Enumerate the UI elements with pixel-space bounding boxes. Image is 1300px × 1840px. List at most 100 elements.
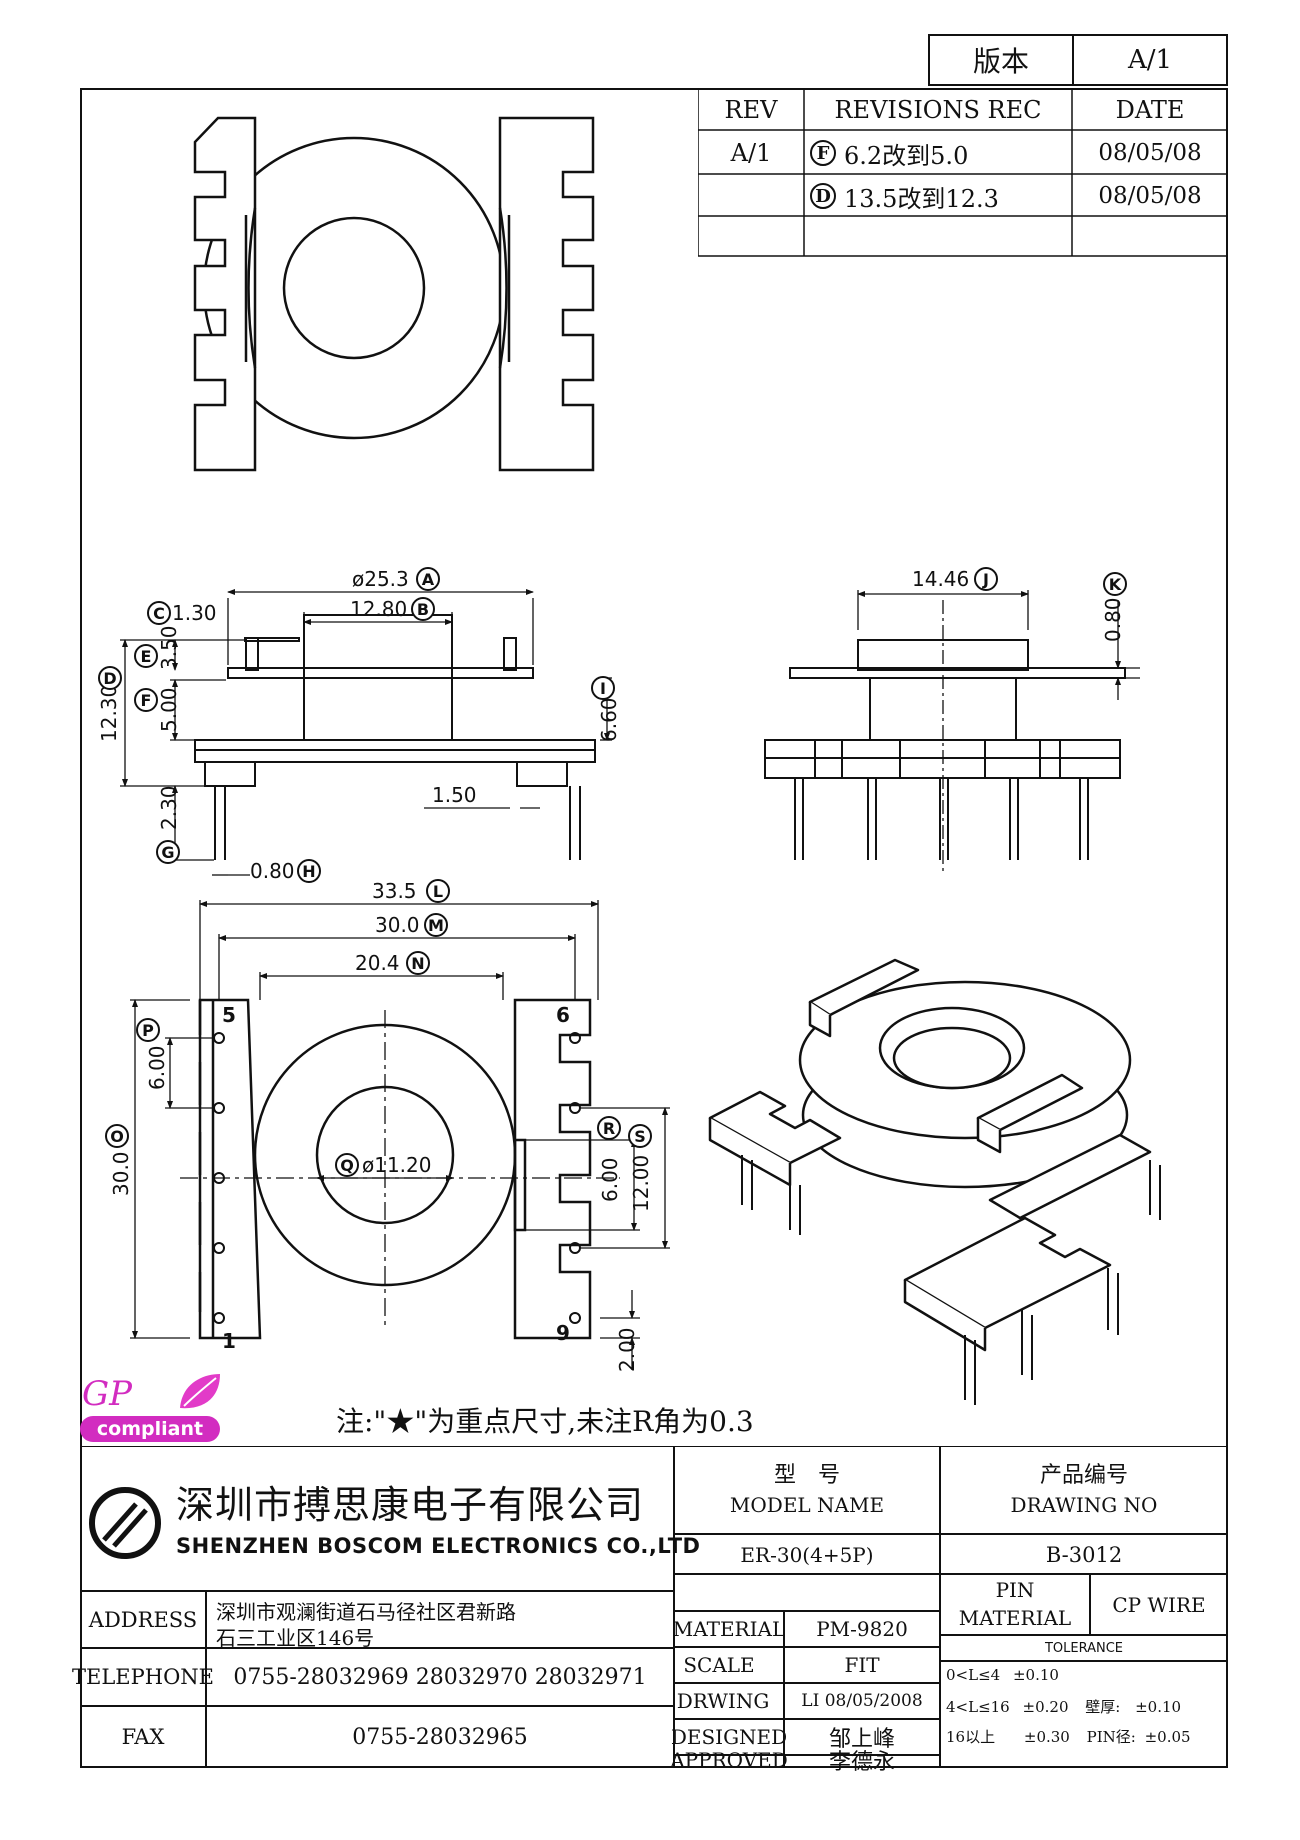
marker-Q: Q	[335, 1153, 359, 1177]
marker-F: F	[134, 688, 158, 712]
gp-compliant-logo: GP compliant	[80, 1368, 222, 1444]
marker-H-letter: H	[302, 862, 315, 881]
front-view-dimensions	[120, 589, 612, 876]
top-view	[193, 116, 595, 472]
dim-J: 14.46	[912, 567, 969, 591]
dim-bottom: 2.00	[615, 1327, 639, 1372]
dim-D: 12.30	[97, 685, 121, 742]
marker-M: M	[424, 913, 448, 937]
dim-Q: ø11.20	[362, 1153, 432, 1177]
marker-F-letter: F	[141, 691, 152, 710]
title-block: 深圳市搏思康电子有限公司 SHENZHEN BOSCOM ELECTRONICS…	[72, 1446, 1228, 1775]
side-view-dimensions	[857, 590, 1140, 875]
drawing-note: 注:"★"为重点尺寸,未注R角为0.3	[336, 1405, 754, 1438]
revision-table: REV REVISIONS REC DATE A/1 F 6.2改到5.0 08…	[698, 88, 1228, 258]
date-header: DATE	[1115, 96, 1185, 124]
tol-1-value: ±0.10	[1012, 1666, 1059, 1684]
gp-logo-text: GP	[82, 1374, 133, 1414]
marker-C-letter: C	[153, 604, 165, 623]
address-label: ADDRESS	[88, 1607, 198, 1632]
marker-R-letter: R	[603, 1119, 615, 1138]
marker-J-letter: J	[982, 570, 989, 589]
bottom-view-pins	[213, 1032, 581, 1324]
dim-E: 3.50	[157, 625, 181, 670]
marker-B: B	[411, 597, 435, 621]
revision-grid	[698, 88, 1228, 257]
isometric-pins	[741, 1155, 1161, 1405]
tol-2-range: 4<L≤16	[946, 1698, 1010, 1716]
marker-D-letter: D	[103, 669, 116, 688]
rec-header: REVISIONS REC	[834, 96, 1042, 124]
approved-value: 李德永	[828, 1750, 895, 1775]
scale-label: SCALE	[683, 1653, 755, 1677]
pin-5: 5	[222, 1003, 236, 1027]
tolerance-row-3: 16以上 ±0.30 PIN径: ±0.05	[946, 1726, 1191, 1747]
company-logo-icon	[89, 1487, 161, 1559]
approved-label: APPROVED	[670, 1748, 788, 1772]
drawing-no-value: B-3012	[1045, 1543, 1123, 1567]
tol-2-value: ±0.20	[1022, 1698, 1069, 1716]
marker-G-letter: G	[161, 843, 174, 862]
tolerance-row-1: 0<L≤4 ±0.10	[946, 1666, 1059, 1684]
dim-S: 12.00	[629, 1155, 653, 1212]
dim-O: 30.0	[109, 1151, 133, 1196]
marker-A-letter: A	[422, 570, 435, 589]
drawing-no-label-en: DRAWING NO	[1010, 1493, 1158, 1517]
title-block-grid	[80, 1446, 1228, 1768]
marker-I-letter: I	[600, 679, 606, 698]
version-box: 版本 A/1	[928, 34, 1228, 86]
circled-mark-F: F	[810, 140, 836, 166]
pin-1: 1	[222, 1329, 236, 1353]
dim-P: 6.00	[145, 1045, 169, 1090]
marker-R: R	[597, 1116, 621, 1140]
dim-H: 0.80	[250, 859, 295, 883]
marker-N: N	[406, 951, 430, 975]
marker-I: I	[591, 676, 615, 700]
technical-drawing: ø25.3 12.80 1.30 0.80 1.50 14.46 33.5 30…	[97, 116, 1161, 1405]
rev-row-1-date: 08/05/08	[1098, 140, 1202, 166]
dim-R: 6.00	[598, 1157, 622, 1202]
marker-N-letter: N	[411, 954, 424, 973]
dim-I: 6.60	[597, 697, 621, 742]
dim-M: 30.0	[375, 913, 420, 937]
rev-row-2-text: 13.5改到12.3	[844, 184, 999, 213]
dim-B: 12.80	[350, 597, 407, 621]
address-line-2: 石三工业区146号	[216, 1626, 375, 1650]
material-label: MATERIAL	[672, 1617, 786, 1641]
dim-K: 0.80	[1101, 597, 1125, 642]
tol-wall-value: ±0.10	[1135, 1698, 1182, 1716]
drawing-frame	[80, 88, 1228, 1768]
company-name-cn: 深圳市搏思康电子有限公司	[176, 1483, 645, 1527]
bottom-view	[198, 998, 592, 1340]
marker-L: L	[426, 879, 450, 903]
rev-row-1-text: 6.2改到5.0	[844, 141, 969, 170]
drawing-label: DRWING	[676, 1689, 770, 1713]
marker-C: C	[147, 601, 171, 625]
marker-D: D	[98, 666, 122, 690]
pin-material-value: CP WIRE	[1112, 1592, 1206, 1617]
marker-A: A	[416, 567, 440, 591]
tol-wall-label: 壁厚:	[1085, 1698, 1121, 1716]
telephone-label: TELEPHONE	[72, 1665, 214, 1689]
dim-F: 5.00	[157, 687, 181, 732]
bottom-view-dimensions	[130, 900, 670, 1370]
dim-A: ø25.3	[352, 567, 409, 591]
material-value: PM-9820	[816, 1617, 908, 1641]
marker-O: O	[105, 1124, 129, 1148]
drawing-no-label-cn: 产品编号	[1039, 1463, 1128, 1488]
address-line-1: 深圳市观澜街道石马径社区君新路	[216, 1600, 516, 1624]
pin-material-label-2: MATERIAL	[958, 1606, 1072, 1630]
model-label-en: MODEL NAME	[729, 1493, 885, 1517]
rev-header: REV	[724, 96, 778, 124]
rev-row-2-rec: D 13.5改到12.3	[810, 178, 1070, 214]
telephone-value: 0755-28032969 28032970 28032971	[233, 1664, 647, 1690]
circled-mark-D: D	[810, 183, 836, 209]
marker-E-letter: E	[141, 647, 152, 666]
pin-material-label-1: PIN	[995, 1578, 1035, 1602]
marker-K: K	[1103, 572, 1127, 596]
dimension-markers: A B C D E F G H I J K L M N O P Q R S	[98, 567, 1127, 1177]
tol-pin-label: PIN径:	[1086, 1728, 1136, 1746]
marker-M-letter: M	[428, 916, 444, 935]
marker-P: P	[136, 1018, 160, 1042]
marker-B-letter: B	[417, 600, 429, 619]
